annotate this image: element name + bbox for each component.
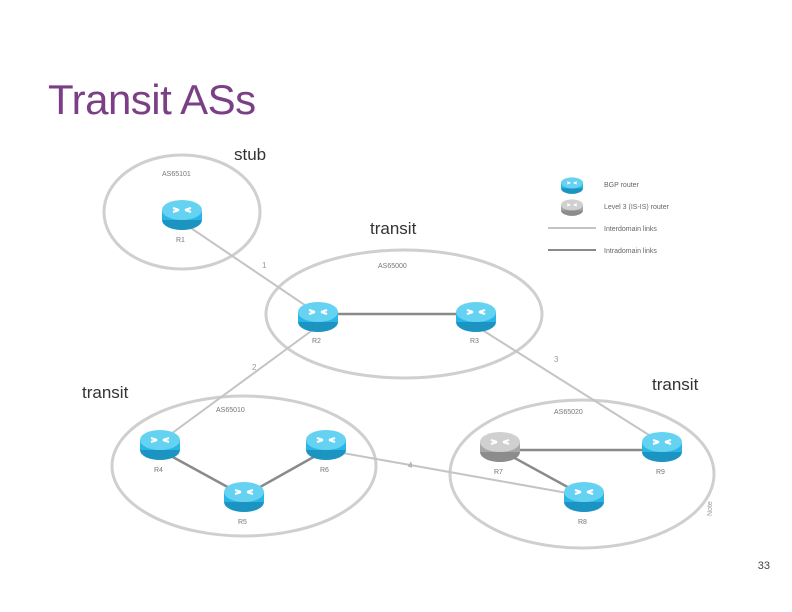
legend-label: Level 3 (IS-IS) router (604, 204, 670, 211)
slide-title: Transit ASs (48, 76, 256, 123)
interdomain-link (159, 325, 319, 443)
router-label: R9 (656, 469, 665, 476)
bgp-router-icon (560, 176, 584, 195)
legend: BGP router Level 3 (IS-IS) router Interd… (548, 176, 670, 255)
link-label: 1 (262, 261, 267, 270)
router-label: R1 (176, 237, 185, 244)
router-label: R4 (154, 467, 163, 474)
interdomain-link (325, 449, 585, 497)
link-label: 3 (554, 355, 559, 364)
legend-label: BGP router (604, 182, 640, 189)
router-r6 (305, 429, 347, 461)
router-r8 (563, 481, 605, 513)
region-label-stub: stub (234, 145, 266, 164)
legacy-router-icon (560, 198, 584, 217)
router-r9 (641, 431, 683, 463)
interdomain-link (181, 221, 319, 315)
region-right-transit (448, 398, 716, 550)
region-stub (102, 153, 262, 271)
as-label: AS65020 (554, 409, 583, 416)
router-label: R6 (320, 467, 329, 474)
router-r2 (297, 301, 339, 333)
link-label: 2 (252, 363, 257, 372)
region-left-transit (110, 394, 378, 538)
link-label: 4 (408, 461, 413, 470)
side-note: Note (707, 501, 714, 516)
as-label: AS65101 (162, 171, 191, 178)
as-label: AS65010 (216, 407, 245, 414)
interdomain-link (475, 325, 661, 443)
page-number: 33 (757, 560, 770, 572)
router-r4 (139, 429, 181, 461)
region-label-top: transit (370, 219, 417, 238)
router-label: R2 (312, 338, 321, 345)
region-top-transit (264, 248, 544, 380)
legend-label: Interdomain links (604, 226, 657, 233)
router-label: R5 (238, 519, 247, 526)
region-label-left: transit (82, 383, 129, 402)
router-label: R7 (494, 469, 503, 476)
router-r3 (455, 301, 497, 333)
router-r1 (161, 199, 203, 231)
router-r5 (223, 481, 265, 513)
router-r7 (479, 431, 521, 463)
router-label: R8 (578, 519, 587, 526)
as-label: AS65000 (378, 263, 407, 270)
router-label: R3 (470, 338, 479, 345)
region-label-right: transit (652, 375, 699, 394)
legend-label: Intradomain links (604, 248, 657, 255)
